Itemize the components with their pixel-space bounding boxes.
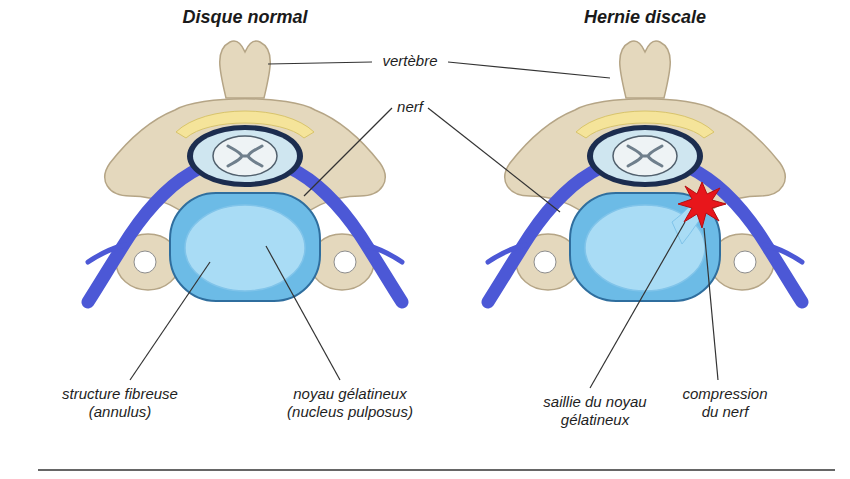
part-label: structure fibreuse (annulus) <box>45 385 195 421</box>
panel-title: Disque normal <box>135 6 355 28</box>
part-label: nerf <box>392 98 428 116</box>
normal-vertebra <box>88 41 402 302</box>
part-label: vertèbre <box>372 52 448 70</box>
bottom-rule <box>38 469 835 471</box>
part-label: noyau gélatineux (nucleus pulposus) <box>275 385 425 421</box>
herniated-vertebra <box>488 41 802 302</box>
panel-title: Hernie discale <box>535 6 755 28</box>
leader-lines <box>130 62 718 388</box>
part-label: saillie du noyau gélatineux <box>530 393 660 429</box>
part-label: compression du nerf <box>675 385 775 421</box>
